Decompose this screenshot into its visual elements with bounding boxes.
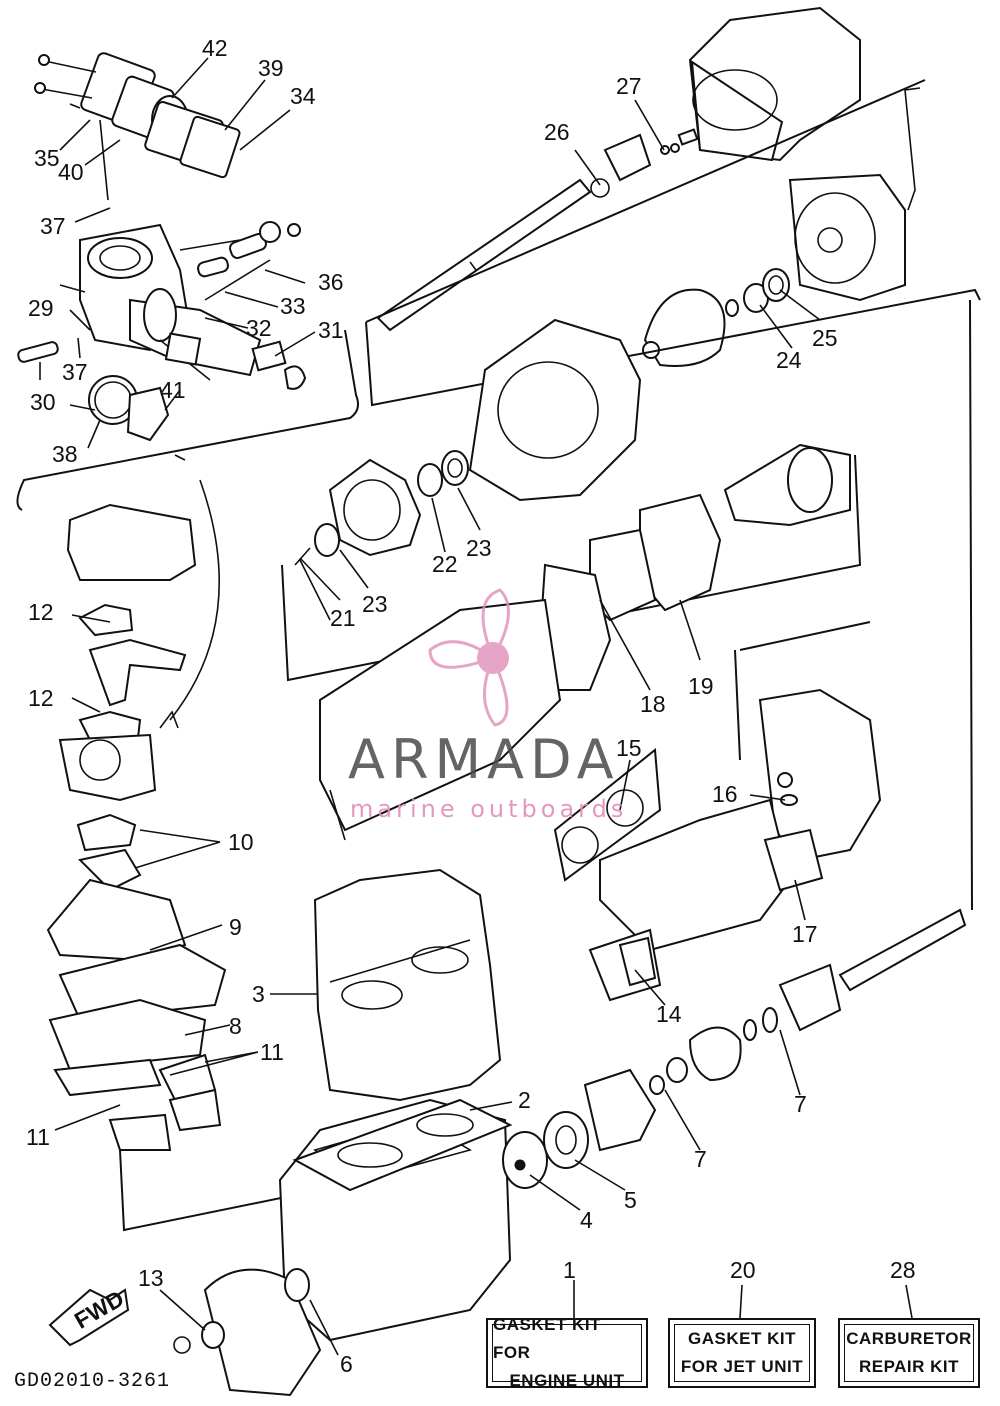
jet-group-frame-right: [734, 299, 973, 911]
callout-32: 32: [246, 315, 272, 341]
carburetor-assembly: [17, 52, 307, 461]
exhaust-gasket: [553, 748, 662, 882]
callout-11-left: 11: [26, 1124, 50, 1150]
callout-12-upper: 12: [28, 599, 54, 625]
callout-23-lower: 23: [362, 591, 388, 617]
callout-7-lower: 7: [694, 1146, 707, 1172]
drive-shaft: [376, 128, 699, 332]
callout-42: 42: [202, 35, 228, 61]
magneto-cover: [173, 1268, 322, 1397]
callout-3: 3: [252, 981, 265, 1007]
callout-37-lower: 37: [62, 359, 88, 385]
callout-1: 1: [563, 1257, 576, 1283]
cylinder-block: [313, 868, 502, 1102]
callout-15: 15: [616, 735, 642, 761]
callout-34: 34: [290, 83, 316, 109]
callout-6: 6: [340, 1351, 353, 1377]
kit-line1: CARBURETOR: [846, 1329, 972, 1348]
callout-20: 20: [730, 1257, 756, 1283]
callout-38: 38: [52, 441, 78, 467]
callout-25: 25: [812, 325, 838, 351]
callout-18: 18: [640, 691, 666, 717]
leader-lines: [39, 57, 913, 1356]
callout-30: 30: [30, 389, 56, 415]
callout-22: 22: [432, 551, 458, 577]
jet-group-frame-upper: [365, 79, 981, 407]
callout-labels: 1 2 3 4 5 6 7 7 8 9 10 11 11 12 12 13 14…: [26, 35, 916, 1377]
propeller-logo: [428, 588, 510, 727]
callout-40: 40: [58, 159, 84, 185]
intermediate-housing: [294, 318, 642, 621]
callout-19: 19: [688, 673, 714, 699]
callout-12-lower: 12: [28, 685, 54, 711]
coupling-assembly: [588, 908, 967, 1095]
callout-37-upper: 37: [40, 213, 66, 239]
watermark-brand: ARMADA: [348, 728, 620, 791]
intake-arrow: [159, 479, 220, 729]
exhaust-pipe: [538, 443, 851, 691]
callout-39: 39: [258, 55, 284, 81]
callout-14: 14: [656, 1001, 682, 1027]
callout-28: 28: [890, 1257, 916, 1283]
callout-24: 24: [776, 347, 802, 373]
intake-manifold-stack: [46, 503, 227, 1151]
exhaust-elbow: [599, 688, 882, 952]
jet-pump-housing: [688, 6, 921, 302]
callout-27: 27: [616, 73, 642, 99]
diagram-code: GD02010-3261: [14, 1370, 171, 1393]
callout-13: 13: [138, 1265, 164, 1291]
callout-11-right: 11: [260, 1039, 284, 1065]
kit-line1: GASKET KIT FOR: [493, 1315, 601, 1362]
callout-10: 10: [228, 829, 254, 855]
kit-box-carburetor-repair: CARBURETOR REPAIR KIT: [838, 1318, 980, 1388]
watermark-tagline: marine outboards: [350, 795, 628, 823]
kit-line1: GASKET KIT: [688, 1329, 796, 1348]
carburetor-group-frame: [16, 329, 359, 511]
cover-plates: [502, 1068, 657, 1189]
callout-4: 4: [580, 1207, 593, 1233]
callout-26: 26: [544, 119, 570, 145]
callout-31: 31: [318, 317, 344, 343]
cylinder-gasket: [292, 1098, 513, 1192]
callout-35: 35: [34, 145, 60, 171]
callout-36: 36: [318, 269, 344, 295]
callout-23-upper: 23: [466, 535, 492, 561]
forward-arrow-icon: FWD: [48, 1285, 130, 1347]
callout-29: 29: [28, 295, 54, 321]
kit-line2: REPAIR KIT: [858, 1357, 960, 1376]
kit-box-engine-gasket: GASKET KIT FOR ENGINE UNIT: [486, 1315, 648, 1390]
callout-41: 41: [160, 377, 186, 403]
callout-17: 17: [792, 921, 818, 947]
callout-2: 2: [518, 1087, 531, 1113]
engine-kit-bracket: [119, 1149, 321, 1232]
callout-7-upper: 7: [794, 1091, 807, 1117]
callout-8: 8: [229, 1013, 242, 1039]
kit-line2: FOR JET UNIT: [680, 1357, 804, 1376]
callout-9: 9: [229, 914, 242, 940]
kit-line2: ENGINE UNIT: [509, 1371, 625, 1390]
callout-33: 33: [280, 293, 306, 319]
callout-16: 16: [712, 781, 738, 807]
callout-21: 21: [330, 605, 356, 631]
kit-box-jet-gasket: GASKET KIT FOR JET UNIT: [668, 1318, 816, 1388]
impeller-and-seals: [642, 268, 790, 367]
callout-5: 5: [624, 1187, 637, 1213]
